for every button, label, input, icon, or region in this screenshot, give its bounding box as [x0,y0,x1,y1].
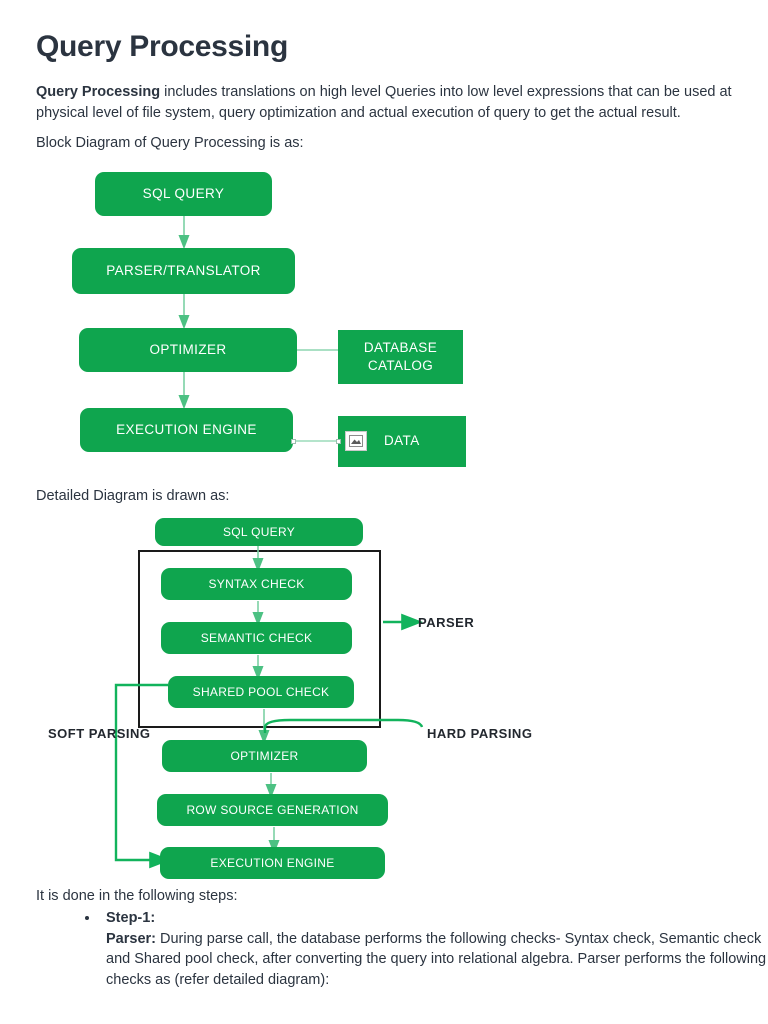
steps-caption: It is done in the following steps: [36,888,238,904]
intro-body-text: includes translations on high level Quer… [36,84,732,121]
step-body: Parser: During parse call, the database … [106,931,766,988]
node-label: DATA [384,433,420,449]
label-parser: PARSER [418,615,474,630]
node-row-source-generation[interactable]: ROW SOURCE GENERATION [157,794,388,826]
node-database-catalog[interactable]: DATABASE CATALOG [338,330,463,384]
node-execution-engine[interactable]: EXECUTION ENGINE [160,847,385,879]
intro-bold-lead: Query Processing [36,84,161,100]
node-syntax-check[interactable]: SYNTAX CHECK [161,568,352,600]
parser-group-box [138,550,381,728]
intro-paragraph: Query Processing includes translations o… [36,82,736,123]
node-label: SEMANTIC CHECK [200,630,313,645]
node-label: ROW SOURCE GENERATION [186,802,359,817]
node-label-line1: DATABASE [363,339,438,355]
node-parser-translator[interactable]: PARSER/TRANSLATOR [72,248,295,294]
connector-handle-start[interactable] [291,439,296,444]
detailed-diagram-caption: Detailed Diagram is drawn as: [36,488,230,504]
node-label: SHARED POOL CHECK [192,684,330,699]
node-label: EXECUTION ENGINE [210,855,335,870]
label-text: HARD PARSING [427,726,533,741]
node-shared-pool-check[interactable]: SHARED POOL CHECK [168,676,354,708]
label-text: PARSER [418,615,475,630]
block-diagram: SQL QUERY PARSER/TRANSLATOR OPTIMIZER DA… [0,160,768,480]
page-title: Query Processing [36,30,288,63]
node-label: OPTIMIZER [149,341,227,357]
node-label: SYNTAX CHECK [208,576,305,591]
connector-handle-end[interactable] [336,439,341,444]
block-diagram-caption: Block Diagram of Query Processing is as: [36,135,304,151]
step-body-bold: Parser: [106,930,156,947]
broken-image-icon [345,431,367,451]
node-optimizer[interactable]: OPTIMIZER [79,328,297,372]
node-label: OPTIMIZER [230,748,299,763]
node-semantic-check[interactable]: SEMANTIC CHECK [161,622,352,654]
step-label: Step-1: [106,910,156,926]
label-soft-parsing: SOFT PARSING [48,726,151,741]
steps-list: Step-1: Parser: During parse call, the d… [72,908,768,990]
node-label: SQL QUERY [222,524,296,539]
step-body-text: During parse call, the database performs… [106,930,767,988]
node-sql-query[interactable]: SQL QUERY [155,518,363,546]
detailed-diagram-connectors [114,546,424,869]
node-sql-query[interactable]: SQL QUERY [95,172,272,216]
detailed-diagram: SQL QUERY SYNTAX CHECK SEMANTIC CHECK SH… [0,505,768,885]
node-label: EXECUTION ENGINE [116,421,257,437]
list-item: Step-1: Parser: During parse call, the d… [100,908,768,990]
label-hard-parsing: HARD PARSING [427,726,532,741]
node-label: SQL QUERY [142,185,225,201]
node-label: PARSER/TRANSLATOR [106,262,261,278]
label-text: SOFT PARSING [48,726,151,741]
node-execution-engine[interactable]: EXECUTION ENGINE [80,408,293,452]
node-label-line2: CATALOG [367,358,434,373]
node-optimizer[interactable]: OPTIMIZER [162,740,367,772]
